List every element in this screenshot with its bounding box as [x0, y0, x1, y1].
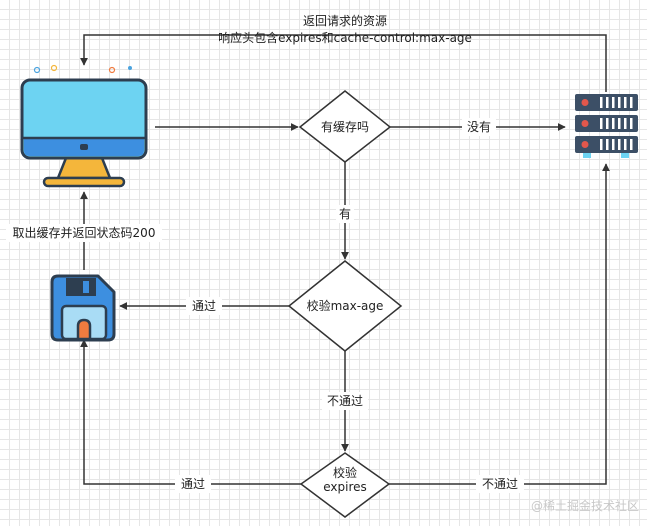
expires-pass-connector	[80, 339, 301, 485]
maxage-fail-label: 不通过	[327, 394, 363, 408]
check-expires-diamond	[299, 452, 391, 518]
response-label-line1: 返回请求的资源	[303, 13, 387, 28]
response-label-line2: 响应头包含expires和cache-control:max-age	[218, 30, 472, 45]
expires-pass-label: 通过	[181, 477, 205, 491]
no-cache-label-bg	[462, 118, 496, 136]
expires-fail-label: 不通过	[482, 477, 518, 491]
check-maxage-label: 校验max-age	[307, 298, 384, 313]
no-cache-label: 没有	[467, 119, 491, 134]
computer-monitor-icon	[20, 64, 148, 188]
maxage-fail-label-bg	[322, 392, 368, 410]
has-cache-label: 有缓存吗	[321, 120, 369, 134]
check-maxage-diamond	[287, 260, 403, 352]
yes-cache-label: 有	[339, 207, 351, 221]
cache-return-label-bg	[6, 224, 162, 242]
server-rack-icon	[575, 94, 638, 158]
expires-fail-connector	[389, 163, 610, 485]
expires-fail-label-bg	[476, 475, 524, 493]
maxage-pass-label: 通过	[192, 299, 216, 313]
watermark: @稀土掘金技术社区	[531, 498, 639, 513]
has-cache-diamond	[298, 90, 392, 163]
check-expires-label-2: expires	[323, 480, 367, 494]
expires-pass-label-bg	[175, 475, 211, 493]
cache-return-label: 取出缓存并返回状态码200	[13, 226, 156, 240]
response-connector	[80, 34, 607, 92]
floppy-disk-icon	[50, 274, 116, 342]
maxage-pass-label-bg	[186, 297, 222, 315]
yes-cache-label-bg	[336, 205, 354, 223]
check-expires-label-1: 校验	[333, 465, 357, 480]
